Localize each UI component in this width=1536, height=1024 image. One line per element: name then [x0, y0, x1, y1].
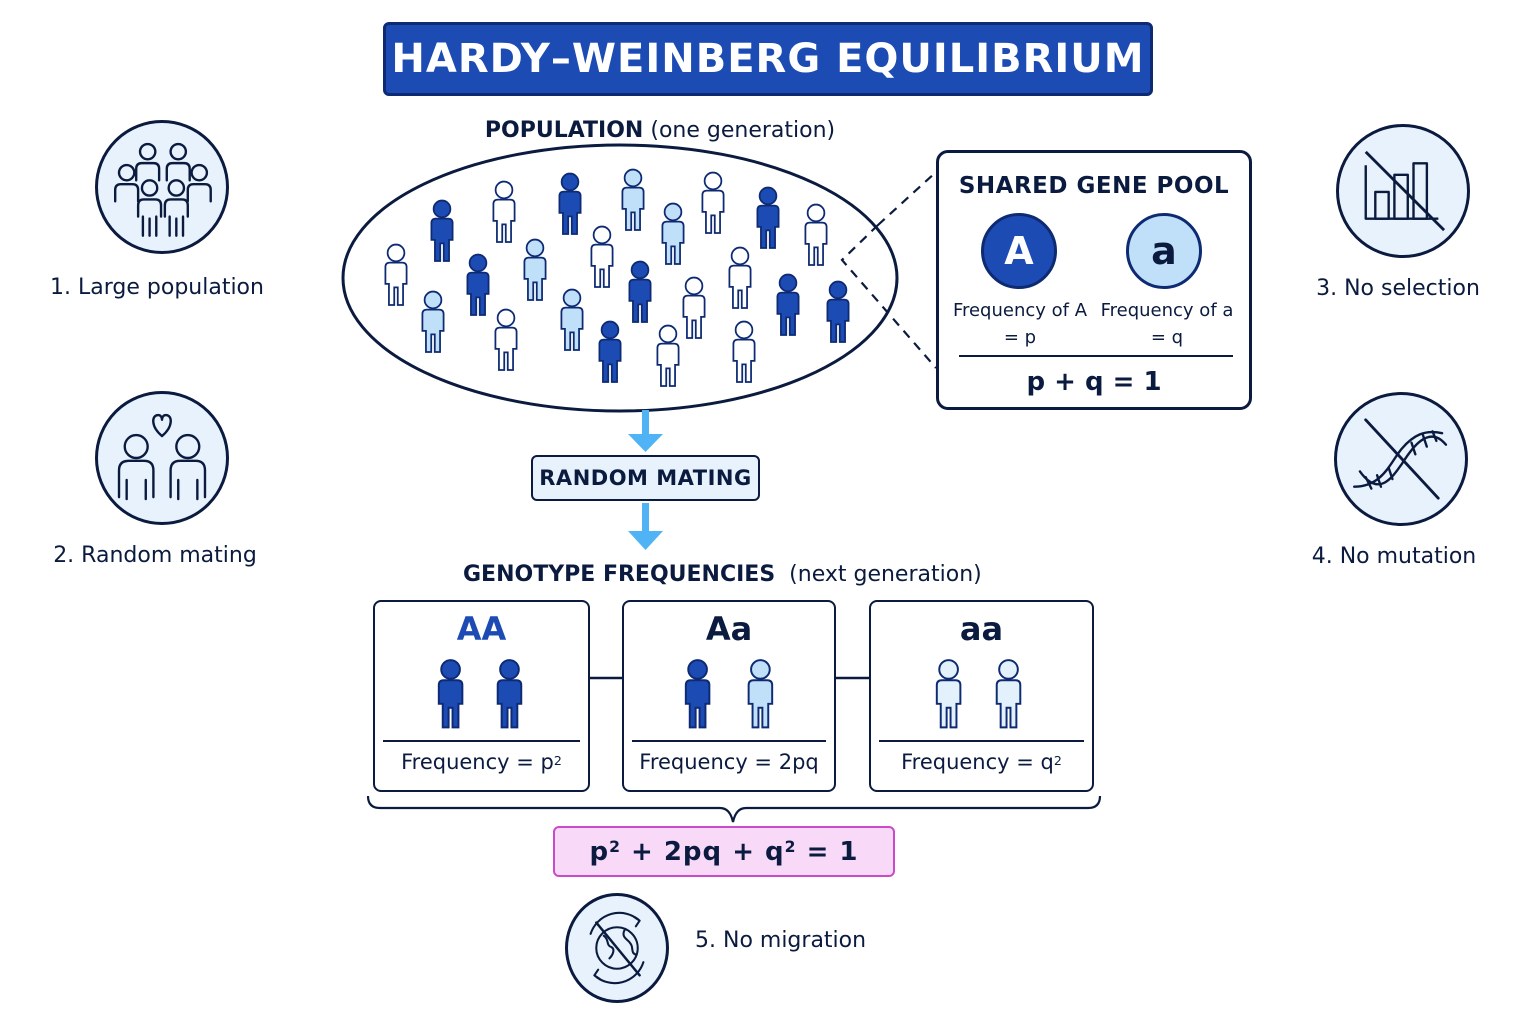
genotype-title-aa: aa: [959, 610, 1004, 648]
random-mating-box: RANDOM MATING: [531, 455, 760, 501]
genotype-title-Aa: Aa: [705, 610, 753, 648]
population-label: POPULATION (one generation): [485, 118, 835, 143]
allele-a-freq-line1: Frequency of a: [1100, 300, 1234, 321]
eq-q: q: [765, 836, 785, 867]
no-mutation-icon-circle: [1334, 392, 1468, 526]
genotype-aa-people: [935, 659, 1022, 729]
gene-pool-box: SHARED GENE POOL A a Frequency of A = p …: [936, 150, 1252, 410]
no-migration-globe-icon: [589, 911, 645, 985]
genotype-divider-Aa: [632, 740, 826, 742]
eq-middle: + 2pq +: [620, 836, 766, 867]
condition-label-2: 2. Random mating: [53, 543, 257, 568]
genotype-divider-aa: [879, 740, 1084, 742]
title-banner: HARDY–WEINBERG EQUILIBRIUM: [383, 22, 1153, 96]
condition-label-4: 4. No mutation: [1311, 544, 1477, 569]
condition-label-1: 1. Large population: [50, 275, 264, 300]
genotype-frequency-AA: Frequency = p2: [375, 750, 588, 774]
allele-A-symbol: A: [1004, 229, 1034, 273]
couple-with-heart-icon: [117, 413, 207, 501]
genotype-box-Aa: Aa Frequency = 2pq: [622, 600, 836, 792]
genotype-frequency-Aa: Frequency = 2pq: [624, 750, 834, 774]
freq-prefix: Frequency =: [401, 750, 541, 774]
allele-sum-equation: p + q = 1: [1026, 367, 1162, 397]
allele-a-frequency: Frequency of a = q: [1092, 297, 1242, 351]
freq-prefix: Frequency =: [901, 750, 1041, 774]
freq-sup: 2: [553, 753, 562, 769]
population-label-bold: POPULATION: [484, 118, 644, 143]
allele-A-freq-line1: Frequency of A: [952, 300, 1088, 321]
population-label-rest: (one generation): [650, 118, 836, 143]
allele-a-circle: a: [1126, 213, 1202, 289]
condition-label-5: 5. No migration: [695, 928, 867, 953]
eq-end: = 1: [796, 836, 859, 867]
eq-p: p: [589, 836, 610, 867]
eq-p-sup: 2: [609, 837, 621, 856]
random-mating-icon-circle: [95, 391, 229, 525]
no-selection-bar-chart-icon: [1364, 150, 1446, 232]
large-population-icon-circle: [95, 120, 229, 254]
genotype-brace: [366, 795, 1102, 823]
genotype-title-AA: AA: [456, 610, 507, 648]
genotype-Aa-people: [684, 659, 774, 729]
genotype-AA-people: [437, 659, 523, 729]
freq-base: p: [540, 750, 554, 774]
condition-label-3: 3. No selection: [1316, 276, 1480, 301]
flow-arrows: [628, 410, 663, 550]
random-mating-label: RANDOM MATING: [539, 466, 752, 490]
population-ellipse: [341, 143, 899, 413]
allele-a-freq-line2: = q: [1150, 327, 1184, 348]
freq-base: 2pq: [778, 750, 819, 774]
genotype-box-aa: aa Frequency = q2: [869, 600, 1094, 792]
allele-A-frequency: Frequency of A = p: [945, 297, 1095, 351]
zoom-dashed-lines: [840, 171, 937, 369]
freq-sup: 2: [1053, 753, 1062, 769]
gene-pool-divider: [959, 355, 1233, 357]
allele-A-freq-line2: = p: [1003, 327, 1037, 348]
group-of-people-icon: [114, 142, 212, 237]
no-migration-icon-circle: [565, 893, 669, 1003]
genotype-label-bold: GENOTYPE FREQUENCIES: [463, 562, 776, 587]
genotype-divider-AA: [383, 740, 580, 742]
freq-prefix: Frequency =: [639, 750, 779, 774]
no-selection-icon-circle: [1336, 124, 1470, 258]
freq-base: q: [1040, 750, 1054, 774]
allele-A-circle: A: [981, 213, 1057, 289]
eq-q-sup: 2: [784, 837, 797, 856]
allele-a-symbol: a: [1151, 229, 1177, 273]
genotype-frequency-aa: Frequency = q2: [871, 750, 1092, 774]
genotype-frequencies-label: GENOTYPE FREQUENCIES (next generation): [463, 562, 982, 587]
gene-pool-title: SHARED GENE POOL: [958, 173, 1230, 199]
genotype-box-AA: AA Frequency = p2: [373, 600, 590, 792]
no-mutation-dna-icon: [1353, 418, 1448, 500]
title-text: HARDY–WEINBERG EQUILIBRIUM: [391, 36, 1145, 82]
genotype-label-rest: (next generation): [789, 562, 982, 587]
